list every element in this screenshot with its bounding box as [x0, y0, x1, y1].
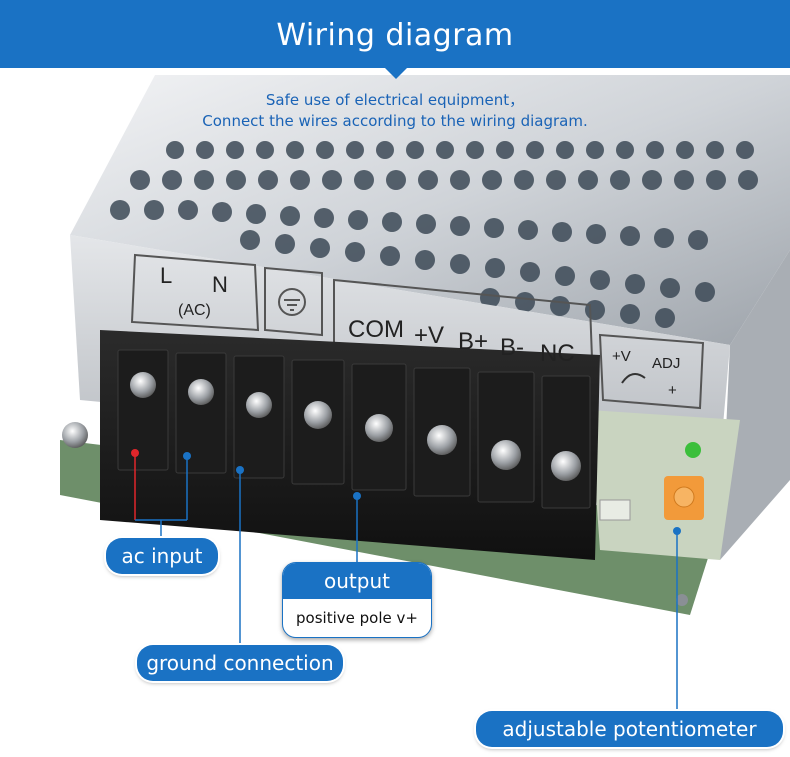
perforated-top-cover [70, 75, 790, 345]
label-com: COM [348, 316, 404, 343]
label-adj: ADJ [652, 355, 680, 372]
ground-marker [236, 466, 244, 474]
header-pointer [383, 66, 409, 79]
terminal-block [100, 330, 600, 560]
output-marker [353, 492, 361, 500]
callout-leaders [131, 449, 681, 713]
intro-line-2: Connect the wires according to the wirin… [202, 112, 588, 130]
ac-input-label: ac input [106, 538, 218, 574]
label-n: N [212, 272, 228, 297]
page-title: Wiring diagram [276, 18, 514, 53]
label-l: L [160, 263, 172, 288]
ground-connection-label: ground connection [137, 645, 343, 681]
output-callout: output positive pole v+ [282, 562, 432, 638]
label-b-minus: B- [500, 334, 524, 361]
output-label: output [283, 563, 431, 599]
status-led [685, 442, 701, 458]
ac-l-marker [131, 449, 139, 457]
potentiometer-marker [673, 527, 681, 535]
ac-n-marker [183, 452, 191, 460]
label-nc: NC [540, 340, 575, 367]
terminal-screws [130, 372, 581, 481]
output-detail: positive pole v+ [296, 609, 418, 627]
label-adj-plus: + [668, 382, 677, 399]
label-b-plus: B+ [458, 328, 488, 355]
intro-text: Safe use of electrical equipment， Connec… [0, 90, 790, 132]
label-adj-v: +V [612, 348, 631, 365]
adjustable-potentiometer-label: adjustable potentiometer [476, 711, 783, 747]
intro-line-1: Safe use of electrical equipment， [265, 91, 525, 109]
label-plus-v: +V [414, 322, 444, 349]
header-banner: Wiring diagram [0, 0, 790, 68]
label-ac: (AC) [178, 302, 211, 319]
